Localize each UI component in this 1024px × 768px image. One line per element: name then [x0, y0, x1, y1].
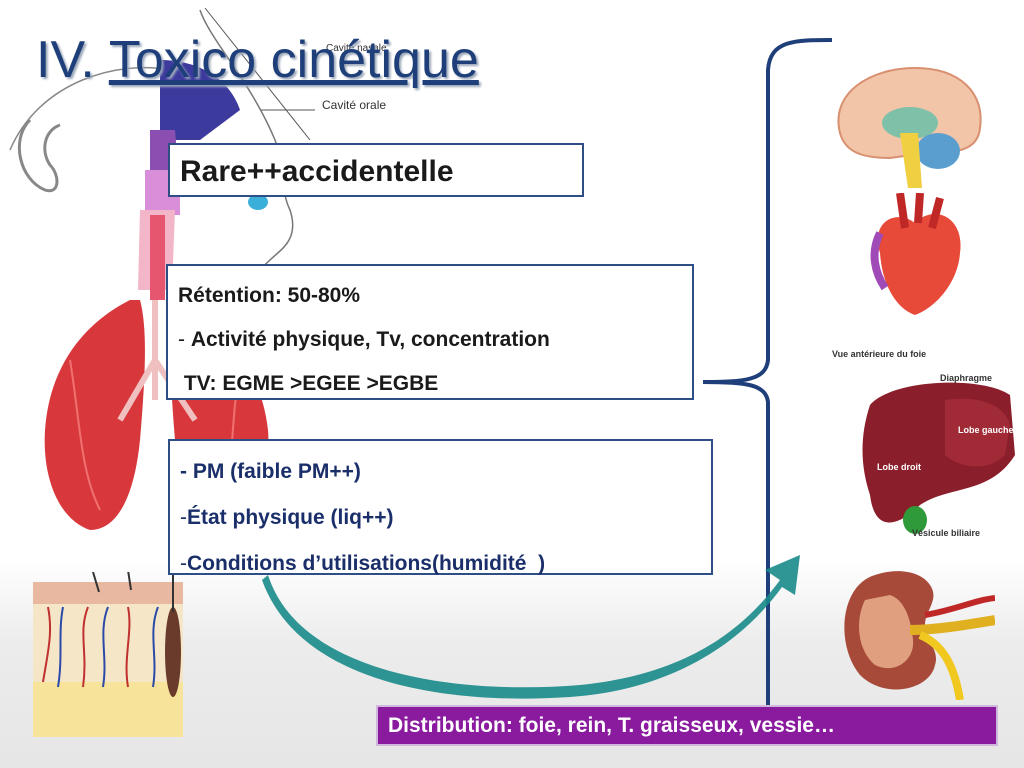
accidental-exposure-box: Rare++accidentelle — [168, 143, 584, 197]
factors-line-3-text: Conditions d’utilisations(humidité ) — [187, 552, 546, 575]
label-oral-cavity: Cavité orale — [322, 98, 387, 112]
title-text: Toxico cinétique — [108, 31, 479, 89]
label-gallbladder: Vésicule biliaire — [912, 528, 981, 538]
factors-line-1: - PM (faible PM++) — [180, 460, 361, 483]
label-left-lobe: Lobe gauche — [958, 425, 1014, 435]
retention-line-3: TV: EGME >EGEE >EGBE — [178, 372, 439, 395]
title-number: IV. — [36, 31, 95, 89]
factors-line-2-prefix: - — [180, 506, 187, 529]
factors-box: - PM (faible PM++) -État physique (liq++… — [168, 439, 713, 575]
retention-line-2-text: Activité physique, Tv, concentration — [190, 328, 550, 351]
retention-line-1: Rétention: 50-80% — [178, 284, 361, 307]
retention-line-2-prefix: - — [178, 328, 191, 351]
skin-illustration — [33, 572, 183, 737]
retention-line-2: - Activité physique, Tv, concentration — [178, 318, 682, 362]
kidney-illustration — [844, 571, 995, 700]
brain-illustration — [837, 66, 982, 188]
factors-line-2: -État physique (liq++) — [180, 495, 701, 541]
label-nasal-cavity: Cavité nasale — [326, 43, 387, 54]
label-right-lobe: Lobe droit — [877, 462, 921, 472]
slide-title: IV.Toxico cinétique — [36, 30, 479, 90]
distribution-bracket — [702, 38, 833, 710]
factors-line-3: -Conditions d’utilisations(humidité ) — [180, 541, 701, 587]
heart-illustration — [870, 193, 961, 315]
accidental-exposure-text: Rare++accidentelle — [180, 155, 454, 188]
retention-box: Rétention: 50-80% - Activité physique, T… — [166, 264, 694, 400]
distribution-banner: Distribution: foie, rein, T. graisseux, … — [376, 705, 998, 746]
liver-illustration — [830, 345, 1020, 550]
label-liver-title: Vue antérieure du foie — [832, 349, 927, 359]
label-diaphragm: Diaphragme — [940, 373, 993, 383]
factors-line-3-prefix: - — [180, 552, 187, 575]
factors-line-2-text: État physique (liq++) — [187, 506, 394, 529]
